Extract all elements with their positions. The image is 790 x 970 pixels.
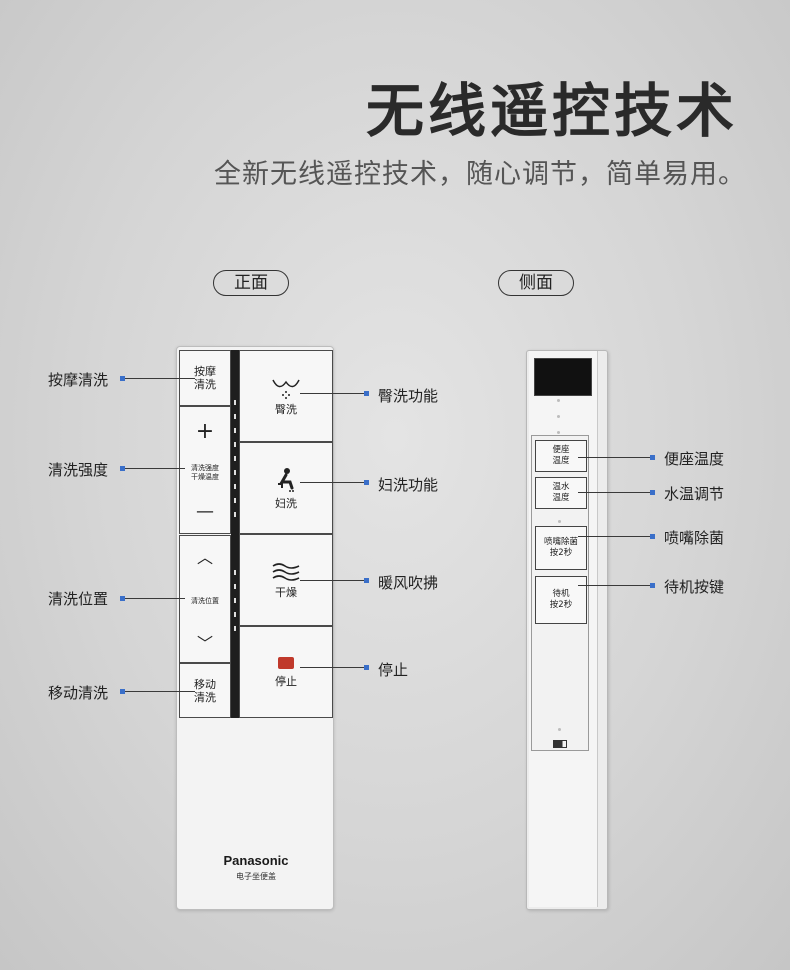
callout-line: [300, 667, 364, 668]
battery-icon: [553, 740, 567, 748]
brand-subtitle: 电子坐便盖: [236, 872, 276, 881]
intensity-label: 清洗强度 干燥温度: [191, 464, 219, 481]
callout-standby: 待机按键: [664, 578, 725, 596]
callout-dot: [364, 480, 369, 485]
side-remote: 便座温度 温水温度 喷嘴除菌按2秒 待机按2秒: [526, 350, 608, 910]
led-dot: [558, 728, 561, 731]
callout-dot: [364, 665, 369, 670]
stop-button[interactable]: 停止: [239, 626, 333, 718]
callout-dot: [650, 534, 655, 539]
front-remote: 按摩 清洗 + 清洗强度 干燥温度 — ︿ 清洗位置 ﹀ 移动 清洗 臀洗: [176, 346, 334, 910]
feminine-wash-button[interactable]: 妇洗: [239, 442, 333, 534]
minus-button[interactable]: —: [196, 501, 214, 522]
led-dot: [558, 520, 561, 523]
callout-line: [578, 457, 650, 458]
callout-dot: [120, 689, 125, 694]
front-view-label: 正面: [213, 270, 289, 296]
move-wash-button[interactable]: 移动 清洗: [179, 663, 231, 718]
callout-line: [578, 585, 650, 586]
callout-line: [300, 393, 364, 394]
ir-window: [534, 358, 592, 396]
callout-line: [300, 580, 364, 581]
water-temp-button[interactable]: 温水温度: [535, 477, 587, 509]
callout-line: [578, 492, 650, 493]
callout-dot: [650, 490, 655, 495]
callout-seat-temp: 便座温度: [664, 450, 725, 468]
callout-dot: [120, 376, 125, 381]
callout-stop: 停止: [378, 661, 409, 679]
brand-logo: Panasonic: [223, 853, 289, 868]
callout-line: [125, 691, 195, 692]
callout-water-temp: 水温调节: [664, 485, 725, 503]
feminine-wash-icon: [272, 466, 300, 497]
page-subtitle: 全新无线遥控技术，随心调节，简单易用。: [214, 159, 746, 190]
down-button[interactable]: ﹀: [196, 634, 213, 653]
led-dot: [557, 399, 560, 402]
plus-button[interactable]: +: [195, 419, 215, 444]
callout-dot: [364, 391, 369, 396]
led-dot: [557, 431, 560, 434]
callout-rear-wash: 臀洗功能: [378, 387, 439, 405]
dry-wave-icon: [271, 561, 301, 586]
center-divider: [231, 350, 239, 718]
callout-wash-position: 清洗位置: [48, 590, 109, 608]
callout-line: [125, 598, 185, 599]
callout-line: [300, 482, 364, 483]
standby-button[interactable]: 待机按2秒: [535, 576, 587, 624]
side-remote-face: 便座温度 温水温度 喷嘴除菌按2秒 待机按2秒: [529, 351, 598, 907]
callout-line: [578, 536, 650, 537]
callout-nozzle: 喷嘴除菌: [664, 529, 725, 547]
rear-wash-icon: [270, 376, 302, 403]
seat-temp-button[interactable]: 便座温度: [535, 440, 587, 472]
side-view-label: 侧面: [498, 270, 574, 296]
callout-dot: [650, 583, 655, 588]
side-button-panel: 便座温度 温水温度 喷嘴除菌按2秒 待机按2秒: [531, 435, 589, 751]
position-button-group: ︿ 清洗位置 ﹀: [179, 535, 231, 663]
led-dot: [557, 415, 560, 418]
callout-dot: [120, 596, 125, 601]
nozzle-clean-button[interactable]: 喷嘴除菌按2秒: [535, 526, 587, 570]
position-label: 清洗位置: [191, 596, 219, 605]
callout-massage-wash: 按摩清洗: [48, 371, 109, 389]
callout-wash-intensity: 清洗强度: [48, 461, 109, 479]
callout-move-wash: 移动清洗: [48, 684, 109, 702]
callout-line: [125, 468, 185, 469]
stop-indicator-icon: [278, 656, 294, 669]
page-title: 无线遥控技术: [365, 77, 738, 145]
callout-dot: [120, 466, 125, 471]
callout-dot: [650, 455, 655, 460]
callout-dot: [364, 578, 369, 583]
up-button[interactable]: ︿: [196, 548, 213, 567]
intensity-button-group: + 清洗强度 干燥温度 —: [179, 406, 231, 534]
callout-line: [125, 378, 195, 379]
rear-wash-button[interactable]: 臀洗: [239, 350, 333, 442]
callout-feminine-wash: 妇洗功能: [378, 476, 439, 494]
callout-warm-air: 暖风吹拂: [378, 574, 439, 592]
